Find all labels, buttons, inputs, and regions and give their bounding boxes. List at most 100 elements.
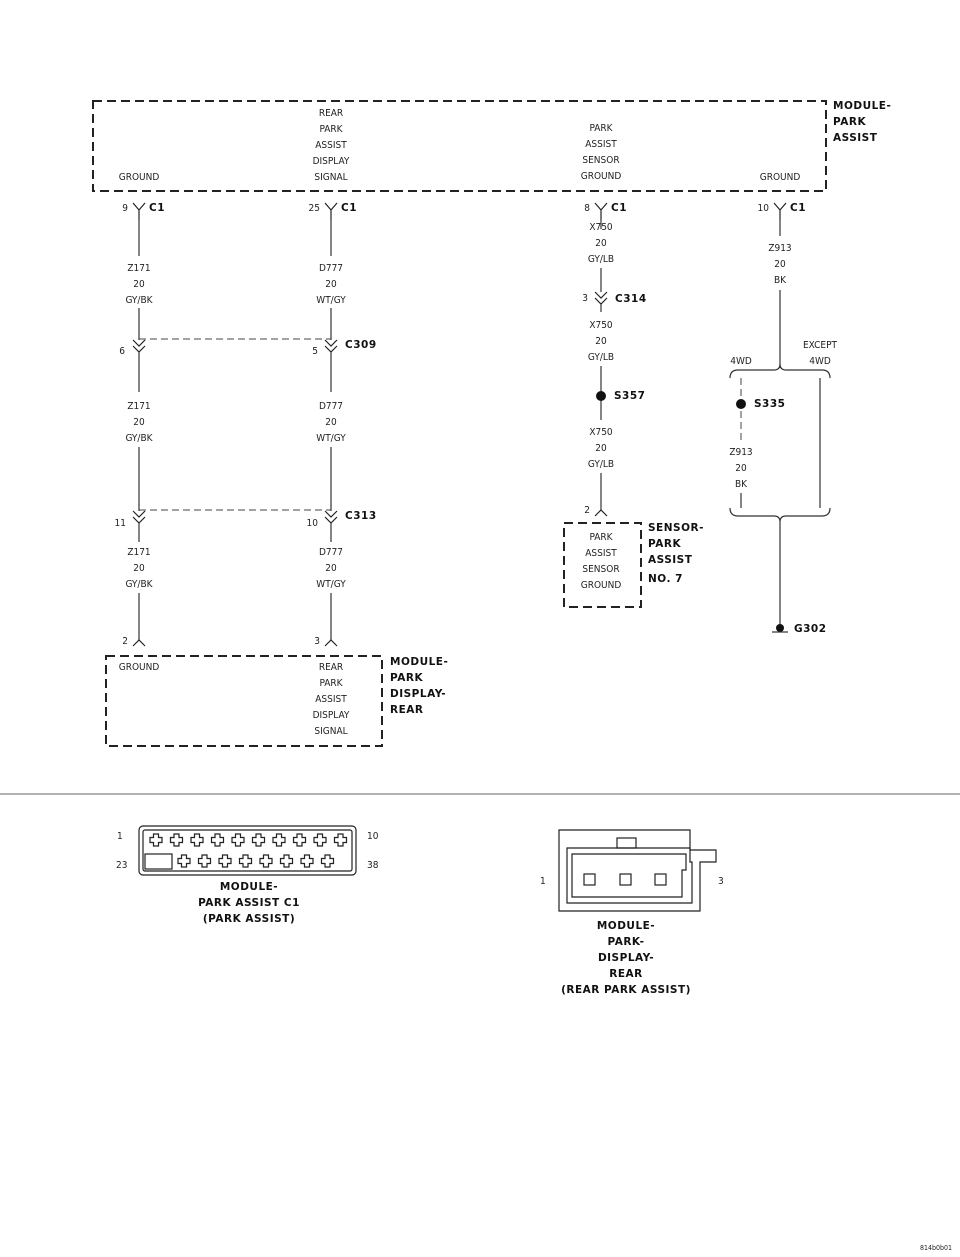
svg-text:20: 20 xyxy=(133,563,145,574)
c1-terminal xyxy=(149,833,163,847)
svg-text:C1: C1 xyxy=(341,202,357,214)
c1-terminal xyxy=(177,854,191,868)
splice-s335: S335 xyxy=(736,398,785,410)
wire-label-x750-1: X750 20 GY/LB xyxy=(588,222,614,265)
wire-label-d777-2: D777 20 WT/GY xyxy=(316,401,346,444)
svg-text:3: 3 xyxy=(314,636,320,647)
pin-label-ground-left: GROUND xyxy=(119,172,160,183)
wire-label-z171-3: Z171 20 GY/BK xyxy=(125,547,153,590)
c1-terminal xyxy=(169,833,184,847)
svg-text:S357: S357 xyxy=(614,390,645,402)
c1-terminal xyxy=(238,854,253,868)
c1-pin-label-38: 38 xyxy=(367,860,379,871)
svg-text:GY/BK: GY/BK xyxy=(125,579,153,590)
pin-label-sensor-ground-2: ASSIST xyxy=(585,139,617,150)
sensor-pin-2: 2 xyxy=(584,505,608,517)
c1-pin-9: 9 C1 xyxy=(122,202,165,220)
pin-label-display-signal-4: DISPLAY xyxy=(313,156,350,167)
svg-text:20: 20 xyxy=(774,259,786,270)
svg-text:S335: S335 xyxy=(754,398,785,410)
svg-text:Z171: Z171 xyxy=(127,263,150,274)
svg-text:2: 2 xyxy=(122,636,128,647)
c1-terminal xyxy=(333,833,348,847)
display-signal-label-3: ASSIST xyxy=(315,694,347,705)
c1-terminal xyxy=(251,833,266,847)
svg-text:WT/GY: WT/GY xyxy=(316,579,346,590)
sensor-pin-label-4: GROUND xyxy=(581,580,622,591)
display-signal-label-5: SIGNAL xyxy=(314,726,347,737)
svg-text:Z171: Z171 xyxy=(127,401,150,412)
figure-code: 814b0b01 xyxy=(920,1244,952,1252)
sensor-park-assist-box xyxy=(563,522,642,608)
svg-text:BK: BK xyxy=(774,275,787,286)
wire-label-z913-2: Z913 20 BK xyxy=(729,447,752,490)
pin-label-sensor-ground-1: PARK xyxy=(589,123,613,134)
ground-g302: G302 xyxy=(772,623,826,635)
svg-text:20: 20 xyxy=(325,563,337,574)
pin-label-sensor-ground-4: GROUND xyxy=(581,171,622,182)
svg-text:GY/LB: GY/LB xyxy=(588,352,614,363)
svg-text:GY/BK: GY/BK xyxy=(125,295,153,306)
module-park-assist-name-3: ASSIST xyxy=(833,132,878,144)
svg-text:8: 8 xyxy=(584,203,590,214)
svg-text:Z913: Z913 xyxy=(729,447,752,458)
display-caption-1: MODULE- xyxy=(597,920,655,932)
c1-pin-label-10: 10 xyxy=(367,831,379,842)
connector-c313: 11 10 C313 xyxy=(115,509,376,529)
c1-terminal xyxy=(279,854,294,868)
pin-label-display-signal-3: ASSIST xyxy=(315,140,347,151)
c1-terminal xyxy=(300,854,314,868)
display-conn-pin-3: 3 xyxy=(718,876,724,887)
wire-label-x750-2: X750 20 GY/LB xyxy=(588,320,614,363)
c1-caption-3: (PARK ASSIST) xyxy=(203,913,295,925)
sensor-pin-label-2: ASSIST xyxy=(585,548,617,559)
svg-text:20: 20 xyxy=(133,417,145,428)
display-signal-label-4: DISPLAY xyxy=(313,710,350,721)
display-pin-3: 3 xyxy=(314,636,338,647)
c1-pin-10: 10 C1 xyxy=(758,202,806,220)
svg-text:3: 3 xyxy=(582,293,588,304)
connector-view-display: 1 3 MODULE- PARK- DISPLAY- REAR (REAR PA… xyxy=(540,829,724,996)
option-bracket-top xyxy=(729,363,831,379)
svg-text:C1: C1 xyxy=(149,202,165,214)
svg-text:GY/BK: GY/BK xyxy=(125,433,153,444)
c1-terminal xyxy=(190,833,204,847)
module-display-rear-name-1: MODULE- xyxy=(390,656,448,668)
display-ground-label: GROUND xyxy=(119,662,160,673)
svg-text:X750: X750 xyxy=(589,320,613,331)
svg-text:10: 10 xyxy=(758,203,770,214)
svg-text:WT/GY: WT/GY xyxy=(316,433,346,444)
module-park-assist-name-1: MODULE- xyxy=(833,100,891,112)
svg-text:X750: X750 xyxy=(589,427,613,438)
svg-text:D777: D777 xyxy=(319,547,343,558)
connector-c309: 6 5 C309 xyxy=(119,338,376,357)
display-conn-pin-1: 1 xyxy=(540,876,546,887)
svg-text:20: 20 xyxy=(735,463,747,474)
svg-text:20: 20 xyxy=(595,443,607,454)
svg-text:C1: C1 xyxy=(611,202,627,214)
sensor-name-2: PARK xyxy=(648,538,681,550)
c1-pin-8: 8 C1 xyxy=(584,202,627,220)
sensor-name-4: NO. 7 xyxy=(648,573,683,585)
svg-text:Z171: Z171 xyxy=(127,547,150,558)
display-caption-2: PARK- xyxy=(607,936,644,948)
module-display-rear-name-2: PARK xyxy=(390,672,423,684)
svg-text:9: 9 xyxy=(122,203,128,214)
module-park-assist-box xyxy=(92,100,827,192)
c1-caption-2: PARK ASSIST C1 xyxy=(198,897,300,909)
option-bracket-bottom xyxy=(729,507,831,523)
svg-text:D777: D777 xyxy=(319,263,343,274)
connector-c314: 3 C314 xyxy=(582,291,646,305)
wire-label-x750-3: X750 20 GY/LB xyxy=(588,427,614,470)
svg-text:WT/GY: WT/GY xyxy=(316,295,346,306)
wire-label-d777-3: D777 20 WT/GY xyxy=(316,547,346,590)
pin-label-display-signal-5: SIGNAL xyxy=(314,172,347,183)
svg-text:20: 20 xyxy=(595,238,607,249)
svg-text:BK: BK xyxy=(735,479,748,490)
c1-terminal xyxy=(218,854,232,868)
sensor-pin-label-1: PARK xyxy=(589,532,613,543)
svg-text:2: 2 xyxy=(584,505,590,516)
c1-terminal xyxy=(320,854,335,868)
splice-s357: S357 xyxy=(596,390,645,402)
pin-label-display-signal-1: REAR xyxy=(319,108,343,119)
